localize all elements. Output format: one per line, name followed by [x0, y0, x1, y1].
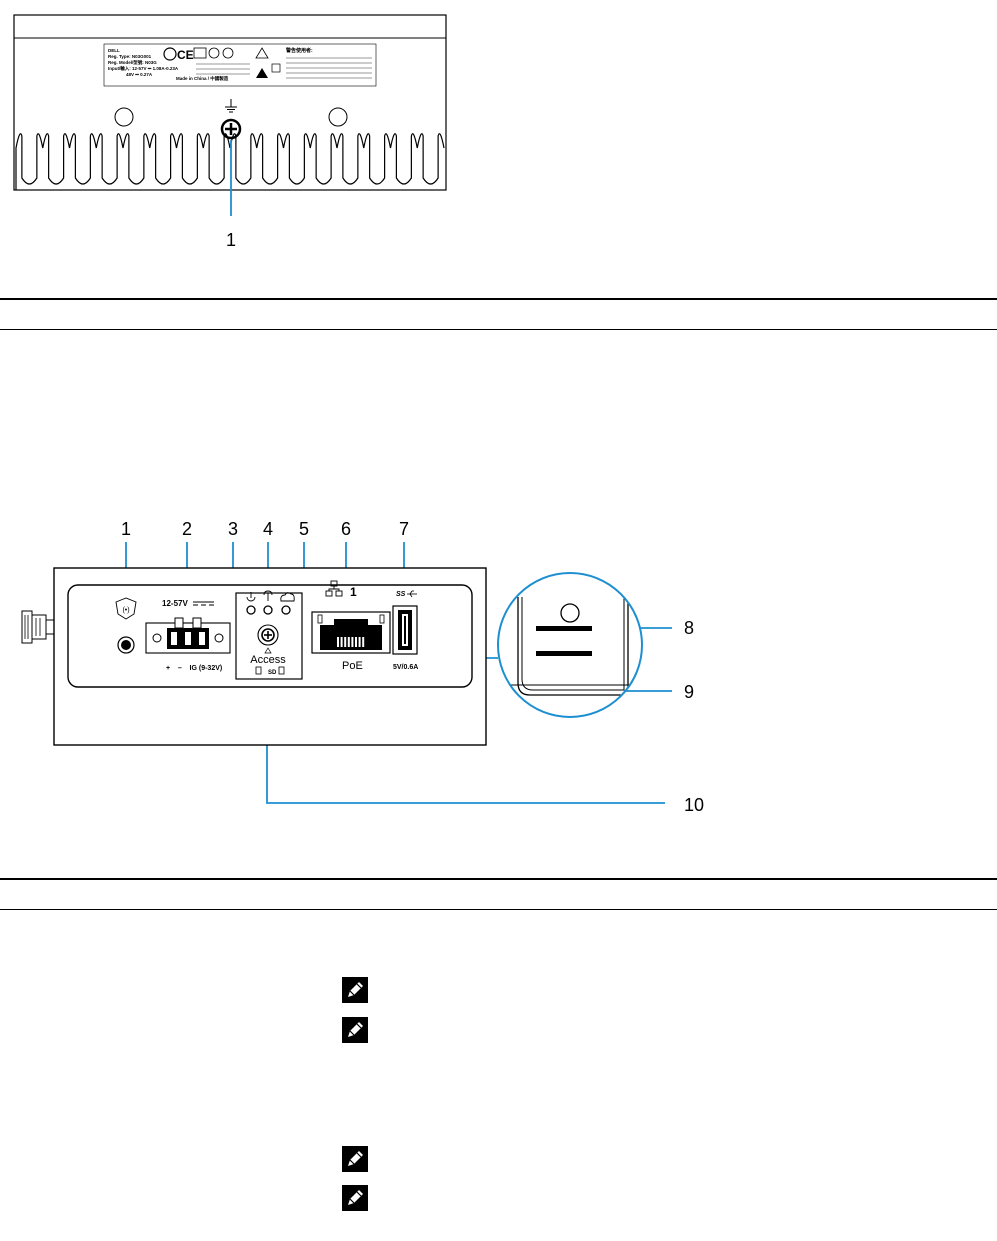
- usb-icon: [407, 590, 417, 598]
- label-line-3: Reg. Model/型號: N03G: [108, 59, 157, 66]
- warning-title: 警告使用者:: [285, 47, 313, 54]
- callout-label-2: 2: [182, 519, 192, 539]
- callout-label-10: 10: [684, 795, 704, 815]
- warning-triangle-icon-2: [256, 68, 268, 78]
- note-pencil-icon: [342, 1146, 368, 1172]
- sd-card-slot: [536, 651, 592, 656]
- heatsink-fins: [15, 133, 445, 190]
- power-connector: 12-57V + – IG (9-32V): [145, 599, 231, 672]
- rj45-pin: [358, 637, 361, 647]
- rj45-pin: [355, 637, 357, 647]
- regulatory-label: DELL Reg. Type: N03G001 Reg. Model/型號: N…: [103, 43, 377, 87]
- rj45-pin: [362, 637, 365, 647]
- mounting-hole: [328, 107, 348, 127]
- callout-label-1: 1: [226, 230, 236, 250]
- bin-icon: [271, 63, 281, 73]
- sd-icon: [278, 666, 285, 675]
- usb-ss-logo-icon: SS: [396, 591, 406, 598]
- status-led-power: [246, 605, 256, 615]
- callout-label-3: 3: [228, 519, 238, 539]
- cert-mark-icon: [193, 47, 207, 59]
- usb-rating: 5V/0.6A: [393, 664, 418, 671]
- rj45-pin: [340, 637, 343, 647]
- callout-label-1: 1: [121, 519, 131, 539]
- callout-label-7: 7: [399, 519, 409, 539]
- note-pencil-icon: [342, 977, 368, 1003]
- ground-icon: [225, 99, 237, 113]
- antenna-connector: [21, 610, 55, 644]
- note-pencil-icon: [342, 1017, 368, 1043]
- power-voltage-label: 12-57V: [162, 599, 188, 608]
- sd-label: SD: [268, 670, 277, 676]
- label-line-1: DELL: [108, 48, 120, 53]
- svg-text:CE: CE: [177, 48, 194, 62]
- power-led-icon: [246, 592, 256, 602]
- note-pencil-icon: [342, 1185, 368, 1211]
- rj45-pin: [347, 637, 350, 647]
- cert-mark-icon-2: [208, 47, 220, 59]
- rj45-poe-port: [311, 611, 391, 654]
- lan-port-number: 1: [350, 585, 357, 599]
- bottom-view-figure: DELL Reg. Type: N03G001 Reg. Model/型號: N…: [13, 14, 447, 250]
- reset-button: (•): [115, 597, 137, 654]
- usb-port: [392, 605, 418, 655]
- label-line-5: 48V ⎓ 0.27A: [126, 72, 153, 77]
- access-screw-icon: [257, 624, 279, 646]
- label-line-2: Reg. Type: N03G001: [108, 54, 152, 59]
- cloud-led-icon: [280, 592, 295, 602]
- zoom-detail: [497, 572, 643, 718]
- callout-label-5: 5: [299, 519, 309, 539]
- lan-icon: [325, 580, 343, 597]
- triangle-marker-icon: [264, 647, 272, 654]
- section-rule-top-2: [0, 878, 997, 880]
- rj45-pin: [344, 637, 347, 647]
- status-led-cloud: [281, 605, 291, 615]
- front-view-figure: 1 2 3 4 5 6 7 8 9 10 (•): [21, 519, 704, 815]
- ce-mark-icon: [163, 47, 177, 61]
- callout-label-6: 6: [341, 519, 351, 539]
- warning-triangle-icon: [255, 47, 269, 59]
- section-rule-bottom-2: [0, 909, 997, 910]
- ul-mark-icon: [222, 47, 234, 59]
- label-line-4: Input/輸入: 12-57V ⎓ 1.08A-0.23A: [108, 65, 179, 72]
- poe-label: PoE: [342, 660, 363, 672]
- dc-symbol-icon: [193, 601, 214, 606]
- access-label: Access: [250, 654, 286, 666]
- rj45-pin: [351, 637, 354, 647]
- power-pin-label: + – IG (9-32V): [166, 665, 222, 672]
- callout-label-8: 8: [684, 618, 694, 638]
- label-line-6: Made in China / 中國製造: [176, 75, 229, 82]
- heatsink-fin-outline: [15, 133, 445, 190]
- sim-slot: [536, 626, 592, 631]
- svg-text:(•): (•): [122, 607, 129, 614]
- callout-label-9: 9: [684, 682, 694, 702]
- rj45-pin: [337, 637, 339, 647]
- mounting-hole: [114, 107, 134, 127]
- ground-screw-icon: [220, 118, 242, 140]
- section-rule-bottom: [0, 329, 997, 330]
- wireless-led-icon: [263, 590, 273, 601]
- callout-label-4: 4: [263, 519, 273, 539]
- status-led-wireless: [263, 605, 273, 615]
- sim-icon: [255, 666, 262, 675]
- section-rule-top: [0, 298, 997, 300]
